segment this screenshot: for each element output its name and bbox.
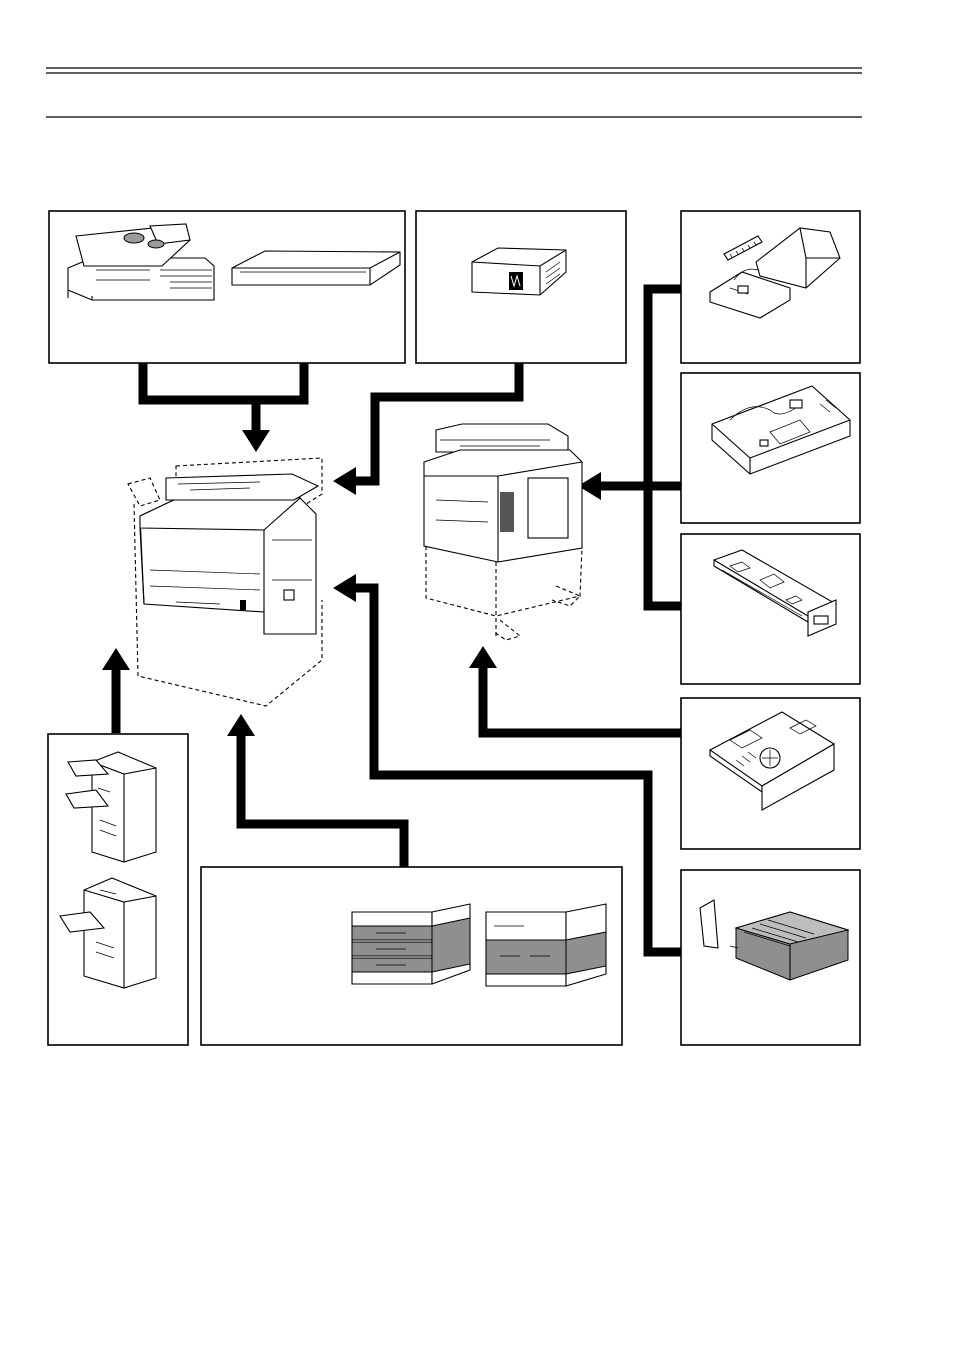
duplex-unit-icon [699, 899, 850, 981]
memory-hdd-icon [709, 227, 841, 319]
network-card-icon [712, 549, 838, 637]
box-duplex-unit [680, 869, 861, 1046]
box-printer-kit [680, 697, 861, 850]
box-memory-hdd [680, 210, 861, 364]
original-cover-icon [231, 250, 401, 286]
copier-machine-configured [423, 423, 583, 641]
finisher-small-icon [59, 877, 157, 989]
box-document-processor [48, 210, 406, 364]
box-fax-kit [680, 372, 861, 524]
box-document-finisher [47, 733, 189, 1046]
box-network-card [680, 533, 861, 685]
box-paper-feeder [200, 866, 623, 1046]
key-counter-icon [471, 247, 567, 296]
header-rules [46, 67, 862, 118]
document-processor-icon [67, 223, 215, 301]
copier-machine-with-options [127, 457, 323, 707]
finisher-icon [65, 751, 157, 863]
fax-kit-icon [711, 385, 851, 475]
paper-feeder-large-icon [485, 903, 607, 987]
box-key-counter [415, 210, 627, 364]
paper-feeder-3-tray-icon [351, 903, 471, 985]
connector-arrows [102, 284, 682, 957]
printer-kit-icon [708, 711, 836, 811]
